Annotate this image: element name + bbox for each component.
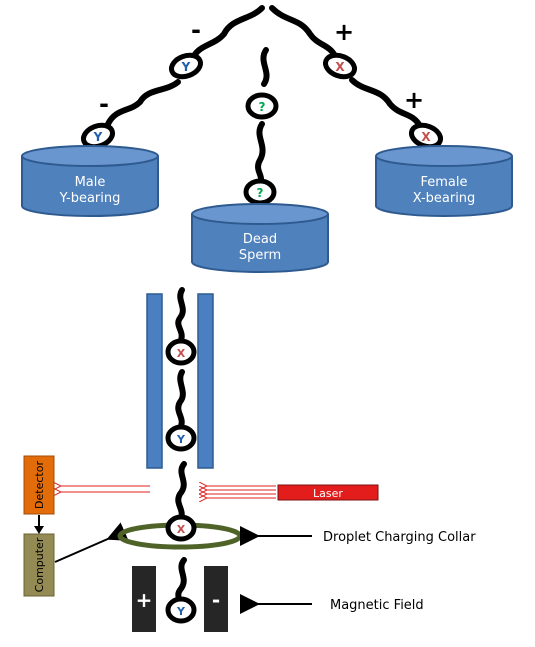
container-label-line1: Male [75,175,106,190]
container-female: Female X-bearing [375,145,513,217]
y-mark: Y [176,433,186,446]
plus-sign: + [334,18,354,46]
sperm-x-tube: X [165,338,197,366]
container-label-line2: X-bearing [413,191,476,206]
container-label-line2: Y-bearing [59,191,121,206]
x-mark: X [335,60,345,74]
branching-streams [105,5,423,185]
sperm-y-left-upper: Y [168,52,204,80]
container-male: Male Y-bearing [21,145,159,217]
sperm-x-right-lower: X [408,122,444,150]
sperm-y-tube: Y [165,424,197,452]
sperm-x-right-upper: X [322,52,358,80]
plus-sign: + [404,86,424,114]
magnet-plate-negative: - [204,566,228,632]
laser-label: Laser [313,487,343,500]
minus-sign: - [191,16,201,44]
y-mark: Y [93,130,103,144]
laser-source: Laser [277,484,379,501]
unknown-mark: ? [259,100,266,114]
computer-label: Computer [33,537,46,592]
unknown-mark: ? [257,186,264,200]
y-mark: Y [181,60,191,74]
detector-box: Detector [23,455,55,515]
plus-sign: + [136,588,153,612]
detector-label: Detector [33,461,46,509]
laser-beams [60,486,276,498]
y-mark: Y [176,605,186,618]
computer-box: Computer [23,533,55,597]
magnet-label: Magnetic Field [330,598,424,613]
arrow-head [34,526,44,534]
flow-tube [146,293,214,469]
sperm-unknown-lower: ? [243,178,277,206]
minus-sign: - [99,90,109,118]
x-mark: X [177,523,186,536]
sperm-unknown-upper: ? [245,92,279,120]
computer-to-collar-arrow [54,522,129,563]
minus-sign: - [212,588,220,612]
x-mark: X [177,347,186,360]
magnet-plate-positive: + [132,566,156,632]
container-label-line2: Sperm [239,248,281,263]
collar-label: Droplet Charging Collar [323,530,476,545]
sperm-y-magnet: Y [165,596,197,624]
container-label-line1: Dead [243,232,277,247]
container-label-line1: Female [420,175,467,190]
container-dead: Dead Sperm [191,203,329,273]
x-mark: X [421,130,431,144]
sperm-x-collar: X [165,514,197,542]
